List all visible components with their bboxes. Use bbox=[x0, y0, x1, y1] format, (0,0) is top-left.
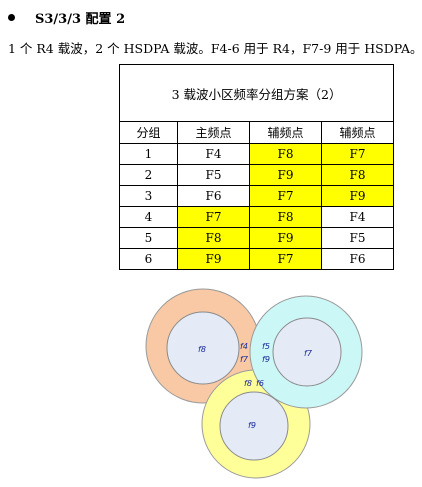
overlap-label: f9 bbox=[262, 355, 270, 364]
frequency-cell: F9 bbox=[320, 185, 395, 207]
cell-inner-bottom bbox=[219, 391, 289, 461]
frequency-cell: F9 bbox=[177, 248, 250, 270]
group-number-cell: 6 bbox=[119, 248, 178, 270]
column-header: 主频点 bbox=[177, 121, 250, 144]
overlap-label: f6 bbox=[256, 379, 264, 388]
cell-inner-right bbox=[272, 317, 342, 387]
section-heading-text: S3/3/3 配置 2 bbox=[35, 11, 126, 27]
section-heading: S3/3/3 配置 2 bbox=[8, 8, 126, 27]
frequency-cell: F8 bbox=[177, 227, 250, 249]
overlap-label: f5 bbox=[262, 342, 270, 351]
cell-label-right: f7 bbox=[304, 349, 313, 358]
overlap-label: f8 bbox=[244, 379, 252, 388]
frequency-cell: F5 bbox=[177, 164, 250, 186]
bullet-icon bbox=[8, 13, 15, 21]
column-header: 辅频点 bbox=[249, 121, 322, 144]
cell-label-bottom: f9 bbox=[248, 421, 256, 430]
cell-label-left: f8 bbox=[198, 345, 206, 354]
cell-inner-left bbox=[166, 311, 240, 385]
overlap-label: f4 bbox=[240, 342, 248, 351]
intro-paragraph: 1 个 R4 载波，2 个 HSDPA 载波。F4-6 用于 R4，F7-9 用… bbox=[8, 41, 422, 56]
frequency-cell: F7 bbox=[249, 185, 322, 207]
frequency-cell: F6 bbox=[320, 248, 395, 270]
frequency-cell: F8 bbox=[320, 164, 395, 186]
frequency-cell: F8 bbox=[249, 206, 322, 228]
overlap-label: f7 bbox=[240, 355, 249, 364]
frequency-cell: F7 bbox=[320, 143, 395, 165]
